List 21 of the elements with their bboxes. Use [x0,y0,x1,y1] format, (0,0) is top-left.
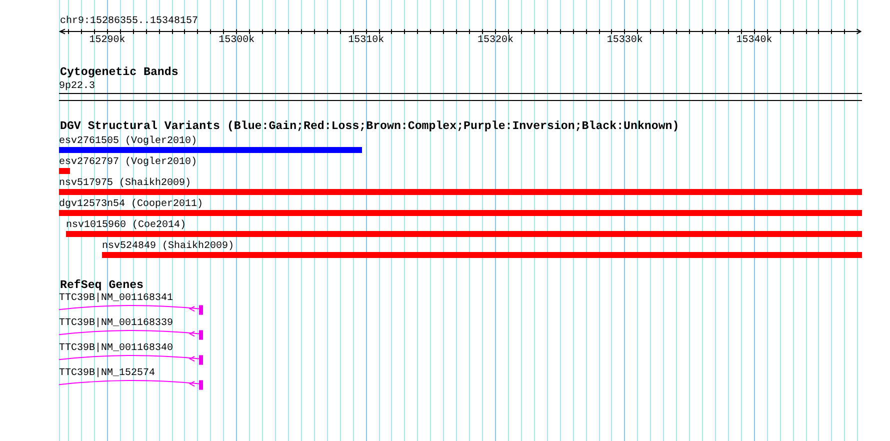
feature-label: esv2761505 (Vogler2010) [59,136,198,146]
feature-label: nsv1015960 (Coe2014) [66,220,186,230]
feature-label: esv2762797 (Vogler2010) [59,156,198,168]
gene-label: TTC39B|NM_001168340 [59,342,174,354]
tick-label: 15340k [736,35,772,46]
gene-label: TTC39B|NM_001168339 [59,318,174,328]
band-label: 9p22.3 [59,80,96,92]
tick-label: 15290k [89,35,126,46]
feature-label: dgv12573n54 (Cooper2011) [59,198,204,210]
track-title: RefSeq Genes [60,280,144,292]
tick-label: 15320k [478,35,514,46]
track-title: DGV Structural Variants (Blue:Gain;Red:Loss;Brown:Complex;Purple:Inversion;Black:Unknown) [60,121,680,133]
tick-label: 15300k [218,35,255,46]
gene-label: TTC39B|NM_001168341 [59,292,174,304]
feature-label: nsv517975 (Shaikh2009) [59,178,192,188]
coordinate-label: chr9:15286355..15348157 [60,16,198,27]
tick-label: 15310k [348,35,384,46]
tick-label: 15330k [606,35,643,46]
gene-label: TTC39B|NM_152574 [59,368,156,378]
track-title: Cytogenetic Bands [60,66,178,78]
feature-label: nsv524849 (Shaikh2009) [102,240,234,252]
